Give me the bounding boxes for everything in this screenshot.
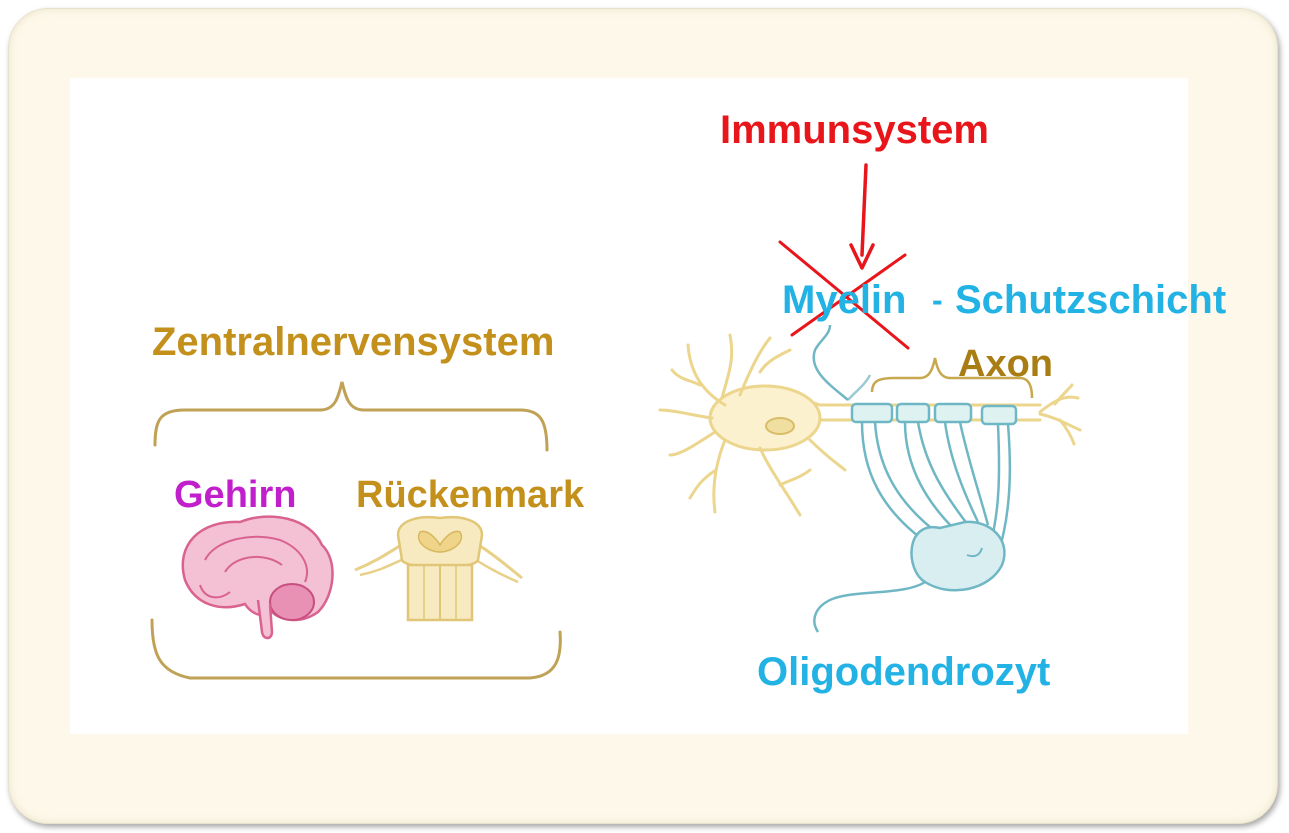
zns-brace-top bbox=[153, 381, 549, 452]
axon-label: Axon bbox=[958, 343, 1053, 385]
myelin-label: Myelin bbox=[782, 278, 907, 322]
axon-bracket bbox=[870, 357, 1034, 399]
zns-brace-bottom bbox=[150, 618, 562, 680]
spinal-cord-icon bbox=[354, 516, 523, 622]
gehirn-label: Gehirn bbox=[174, 474, 297, 516]
myelin-dash: - bbox=[932, 282, 943, 318]
immunsystem-label: Immunsystem bbox=[720, 108, 989, 152]
neuron-illustration bbox=[658, 333, 1082, 517]
immunsystem-arrow bbox=[849, 163, 875, 270]
zentralnervensystem-label: Zentralnervensystem bbox=[152, 320, 555, 364]
rueckenmark-label: Rückenmark bbox=[356, 474, 585, 516]
cross-out-mark bbox=[778, 240, 910, 350]
oligodendrocyte-illustration bbox=[812, 324, 1018, 633]
schutzschicht-label: Schutzschicht bbox=[955, 278, 1227, 322]
brain-icon bbox=[181, 515, 334, 640]
oligodendrozyt-label: Oligodendrozyt bbox=[757, 650, 1051, 694]
